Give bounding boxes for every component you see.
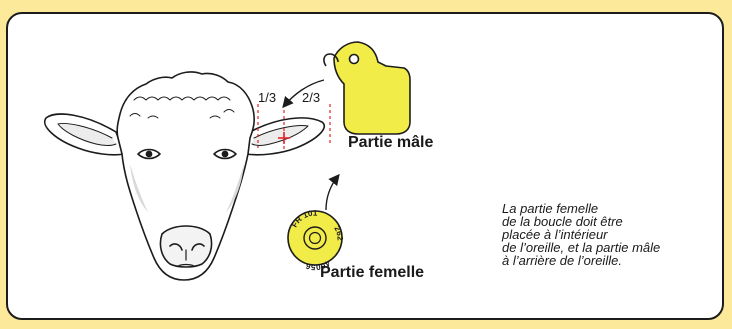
two-thirds-label: 2/3 bbox=[302, 90, 320, 105]
female-part-label: Partie femelle bbox=[320, 264, 424, 282]
male-part-label: Partie mâle bbox=[348, 134, 433, 152]
placement-caption: La partie femelle de la boucle doit être… bbox=[502, 202, 717, 267]
female-ear-tag-icon: FR 101 262 40056 bbox=[288, 209, 345, 272]
caption-line: à l’arrière de l’oreille. bbox=[502, 254, 717, 267]
one-third-label: 1/3 bbox=[258, 90, 276, 105]
diagram-panel: FR 101 262 40056 1/3 2/3 Partie mâle Par… bbox=[6, 12, 724, 320]
male-ear-tag-icon bbox=[324, 42, 410, 134]
sheep-head-illustration bbox=[45, 72, 325, 280]
curved-arrow-icon bbox=[326, 176, 338, 210]
